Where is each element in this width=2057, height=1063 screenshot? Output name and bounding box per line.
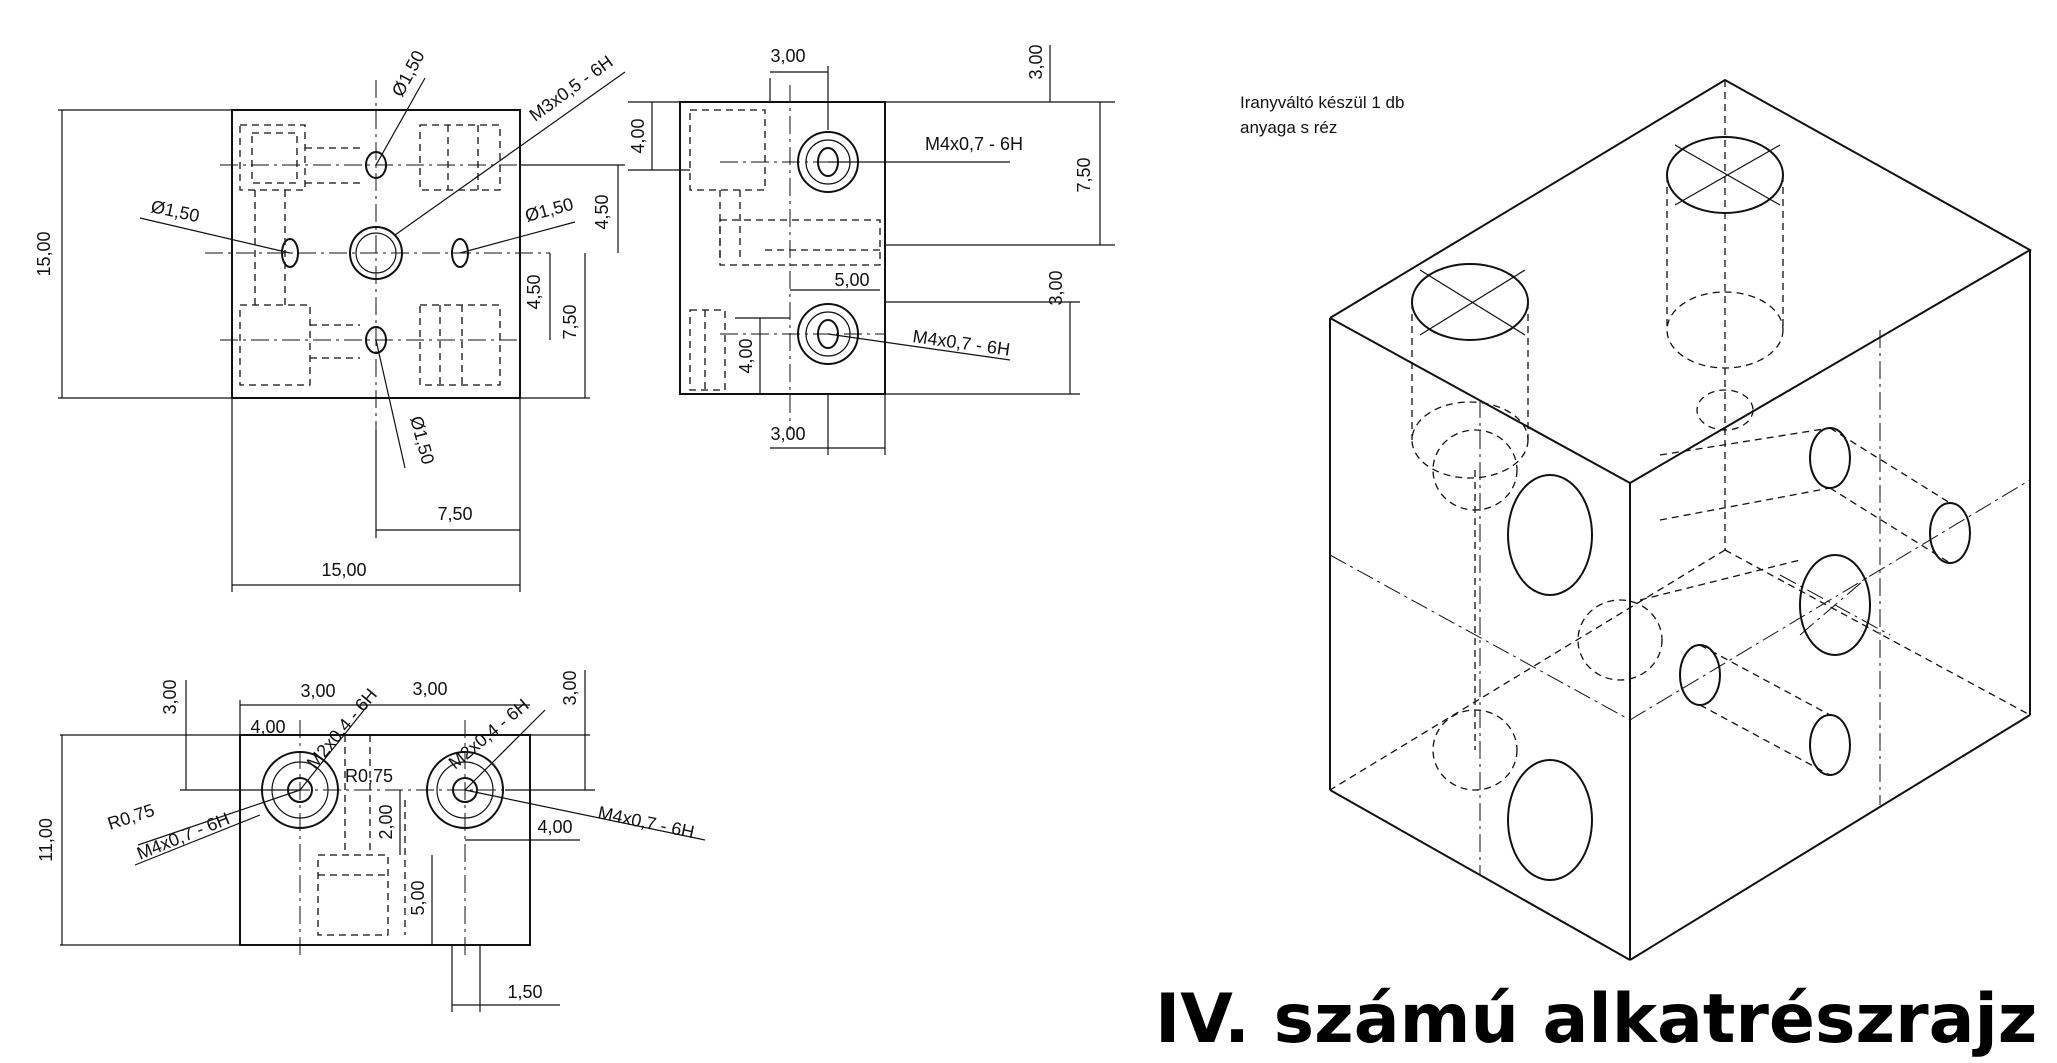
top-thread-m4-right-label: M4x0,7 - 6H (596, 802, 696, 842)
top-400-left-dim: 4,00 (250, 717, 285, 737)
side-300-top-dim: 3,00 (770, 46, 805, 66)
top-300-b-dim: 3,00 (412, 679, 447, 699)
front-height-dim: 15,00 (34, 231, 54, 276)
top-300-left-dim: 3,00 (160, 679, 180, 714)
side-300-bottom-dim: 3,00 (770, 424, 805, 444)
top-400-right-dim: 4,00 (537, 817, 572, 837)
side-thread-top-label: M4x0,7 - 6H (925, 134, 1023, 154)
side-400-bottom-dim: 4,00 (736, 338, 756, 373)
top-radius-left-label: R0,75 (105, 800, 157, 834)
top-300-right-dim: 3,00 (560, 670, 580, 705)
left-hole (281, 238, 299, 268)
side-300-right-mid-dim: 3,00 (1046, 270, 1066, 305)
top-view-hidden-lines (317, 735, 406, 936)
front-dia-bottom-label: Ø1,50 (406, 414, 438, 467)
side-400-left-dim: 4,00 (628, 118, 648, 153)
top-200-dim: 2,00 (376, 804, 396, 839)
side-300-right-top-dim: 3,00 (1026, 44, 1046, 79)
top-300-a-dim: 3,00 (300, 681, 335, 701)
part-note: Iranyváltó készül 1 db anyaga s réz (1240, 93, 1404, 137)
right-hole (451, 238, 469, 268)
front-bore-lower (1507, 759, 1593, 881)
front-750-horizontal-dim: 7,50 (437, 504, 472, 524)
front-dia-top-label: Ø1,50 (388, 47, 429, 100)
side-view-outline (679, 101, 886, 395)
front-750-vertical-dim: 7,50 (560, 304, 580, 339)
side-thread-bottom-label: M4x0,7 - 6H (911, 326, 1011, 359)
top-height-dim: 11,00 (36, 818, 56, 862)
front-width-dim: 15,00 (321, 560, 366, 580)
bottom-hole (365, 326, 387, 354)
top-150-dim: 1,50 (507, 982, 542, 1002)
front-thread-center-label: M3x0,5 - 6H (526, 51, 617, 125)
front-bore-upper (1507, 474, 1593, 596)
note-line-2: anyaga s réz (1240, 118, 1337, 137)
top-hole (365, 151, 387, 179)
center-bore-circle (349, 226, 403, 280)
front-dia-right-label: Ø1,50 (523, 194, 576, 226)
side-500-mid-dim: 5,00 (834, 270, 869, 290)
side-view: 3,00 3,00 4,00 7,50 5,00 3,00 4,00 3,00 … (628, 44, 1115, 455)
front-450-upper-dim: 4,50 (592, 194, 612, 229)
isometric-view (1329, 78, 2033, 961)
front-view: 15,00 15,00 7,50 4,50 4,50 7,50 Ø1,50 Ø1… (34, 47, 626, 592)
drawing-title: IV. számú alkatrészrajz (1155, 980, 2037, 1059)
top-radius-mid-label: R0,75 (345, 766, 393, 786)
top-500-dim: 5,00 (408, 880, 428, 915)
top-view: 11,00 3,00 3,00 3,00 3,00 4,00 4,00 2,00… (36, 670, 706, 1012)
side-750-right-dim: 7,50 (1074, 157, 1094, 192)
note-line-1: Iranyváltó készül 1 db (1240, 93, 1404, 112)
front-view-hidden-lines (239, 124, 501, 386)
side-view-hidden-lines (689, 109, 881, 391)
front-450-lower-dim: 4,50 (524, 274, 544, 309)
